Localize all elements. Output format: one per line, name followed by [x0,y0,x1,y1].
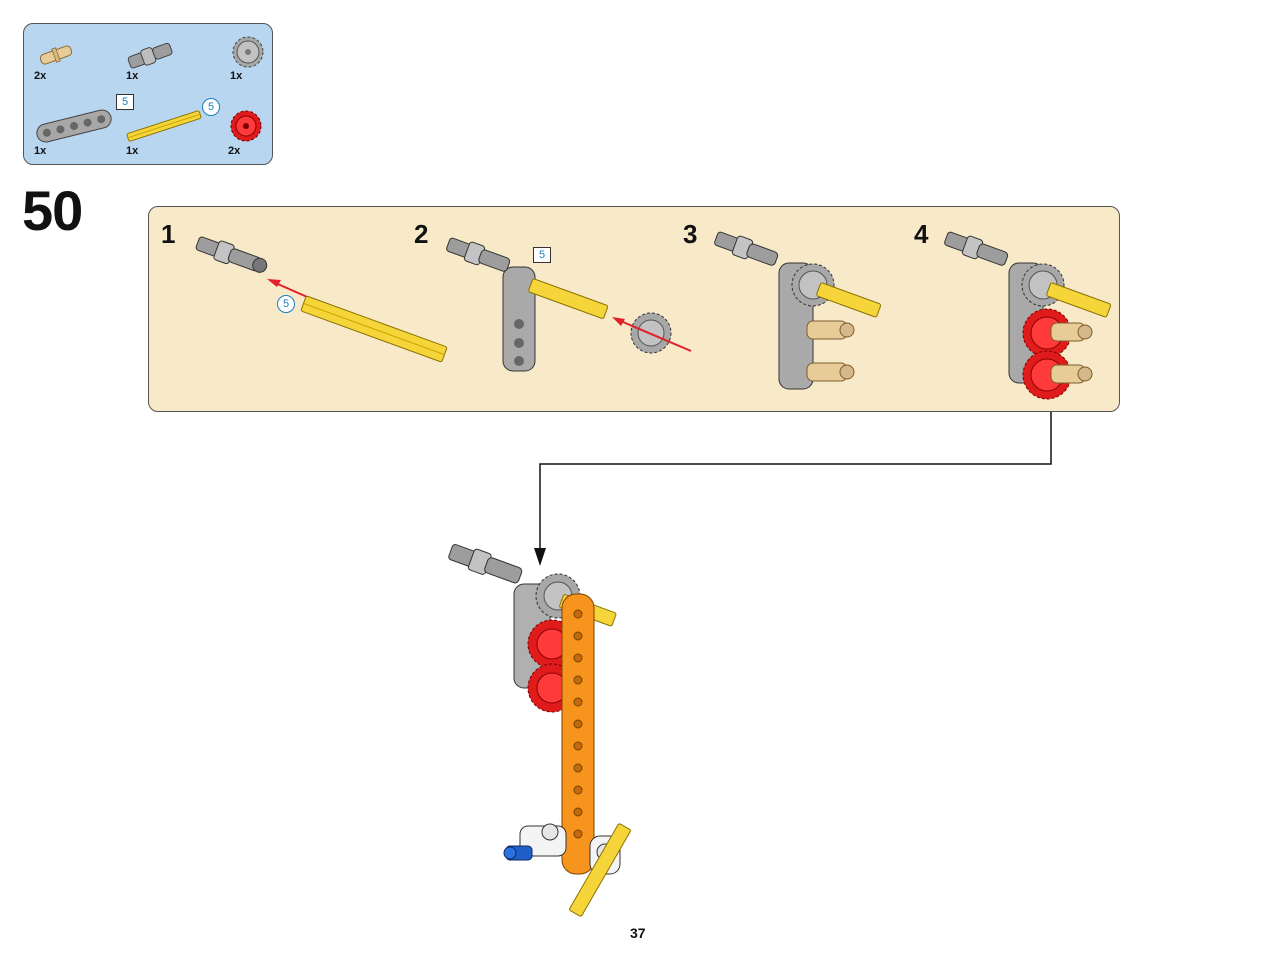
qty-label: 2x [34,70,47,82]
qty-label: 1x [230,70,243,82]
substep-1-illustration [195,236,448,363]
substep-label-2: 2 [414,219,429,249]
qty-label: 1x [34,145,47,157]
axle-length-callout: 5 [277,295,295,313]
qty-label: 1x [126,145,139,157]
step-number: 50 [22,179,83,242]
gray-beam-icon [36,109,112,143]
yellow-axle-icon [126,110,202,142]
page-number: 37 [630,925,646,941]
universal-joint-icon [127,42,173,69]
beam-length-callout: 5 [533,247,551,263]
substep-label-4: 4 [914,219,929,249]
beam-length-callout: 5 [116,94,134,110]
qty-label: 2x [228,145,241,157]
main-assembly-illustration [448,544,631,917]
substep-4-illustration [944,231,1112,400]
tan-pin-icon [39,45,73,65]
qty-label: 1x [126,70,139,82]
substep-label-3: 3 [683,219,698,249]
substep-panel: 1 2 3 4 5 [148,206,1120,412]
red-gear-icon [230,110,262,142]
substep-3-illustration [714,231,882,390]
substep-2-illustration [446,237,692,372]
substep-label-1: 1 [161,219,176,249]
gray-gear-icon [232,36,264,68]
parts-list: 2x 1x 1x 5 1x 5 1x [23,23,273,165]
axle-length-callout: 5 [202,98,220,116]
